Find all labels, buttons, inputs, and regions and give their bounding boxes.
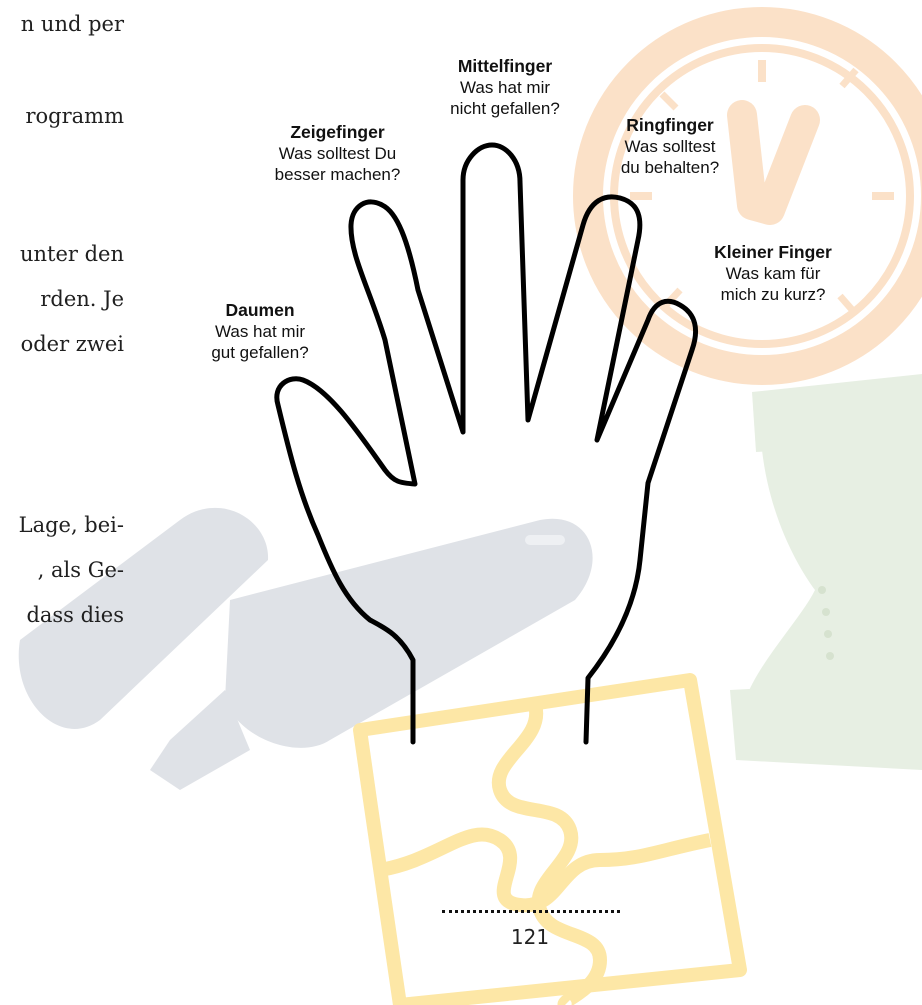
body-line-4: rden. Je <box>40 287 124 311</box>
label-zeigefinger-q2: besser machen? <box>245 164 430 185</box>
body-line-5: oder zwei <box>21 332 124 356</box>
label-ringfinger: Ringfinger Was solltest du behalten? <box>595 115 745 178</box>
body-line-8: dass dies <box>26 603 124 627</box>
label-kleiner-finger-q1: Was kam für <box>688 263 858 284</box>
label-ringfinger-q2: du behalten? <box>595 157 745 178</box>
label-kleiner-finger-name: Kleiner Finger <box>688 242 858 263</box>
label-kleiner-finger-q2: mich zu kurz? <box>688 284 858 305</box>
label-zeigefinger-name: Zeigefinger <box>245 122 430 143</box>
body-line-6: Lage, bei- <box>19 513 124 537</box>
body-line-2: rogramm <box>25 104 124 128</box>
label-daumen-name: Daumen <box>190 300 330 321</box>
label-mittelfinger-q2: nicht gefallen? <box>420 98 590 119</box>
label-zeigefinger: Zeigefinger Was solltest Du besser mache… <box>245 122 430 185</box>
page-number-rule <box>442 898 620 913</box>
label-mittelfinger: Mittelfinger Was hat mir nicht gefallen? <box>420 56 590 119</box>
marker-icon <box>19 508 593 790</box>
body-line-7: , als Ge- <box>38 558 124 582</box>
label-ringfinger-name: Ringfinger <box>595 115 745 136</box>
label-daumen-q1: Was hat mir <box>190 321 330 342</box>
body-line-3: unter den <box>20 242 124 266</box>
label-ringfinger-q1: Was solltest <box>595 136 745 157</box>
label-kleiner-finger: Kleiner Finger Was kam für mich zu kurz? <box>688 242 858 305</box>
label-daumen: Daumen Was hat mir gut gefallen? <box>190 300 330 363</box>
puzzle-icon <box>360 680 740 1005</box>
clock-icon <box>588 22 922 370</box>
page-number: 121 <box>460 925 600 949</box>
body-line-1: n und per <box>21 12 124 36</box>
hourglass-icon <box>730 374 922 770</box>
label-daumen-q2: gut gefallen? <box>190 342 330 363</box>
label-zeigefinger-q1: Was solltest Du <box>245 143 430 164</box>
label-mittelfinger-name: Mittelfinger <box>420 56 590 77</box>
label-mittelfinger-q1: Was hat mir <box>420 77 590 98</box>
